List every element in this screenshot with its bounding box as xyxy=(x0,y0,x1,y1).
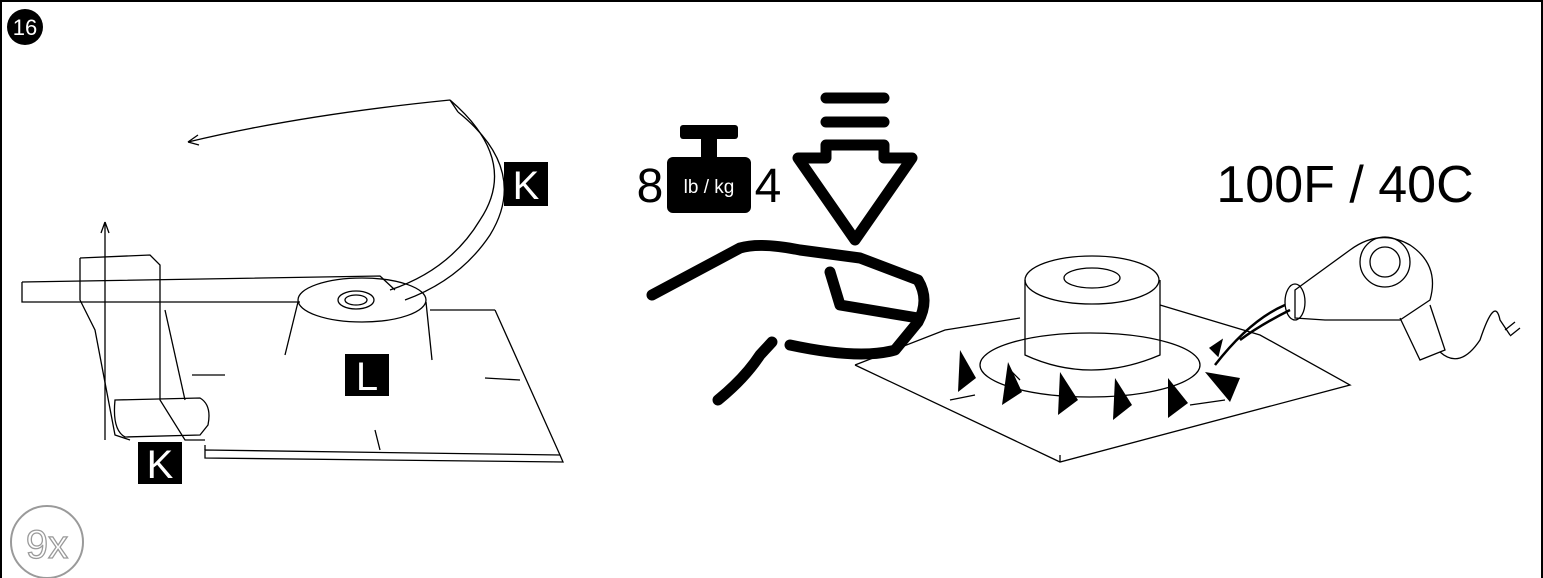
label-k-upper: K xyxy=(504,162,548,208)
svg-text:L: L xyxy=(356,355,378,399)
weight-unit: lb / kg xyxy=(684,177,735,198)
repeat-count-badge: 9x xyxy=(11,506,83,578)
base-plate-edge xyxy=(205,450,563,462)
repeat-count: 9x xyxy=(26,523,68,567)
label-l: L xyxy=(345,354,389,399)
svg-text:K: K xyxy=(147,443,174,487)
rotation-arrow-top xyxy=(188,100,450,142)
step-badge: 16 xyxy=(7,9,43,45)
weight-icon: 8 lb / kg 4 xyxy=(637,125,782,213)
hand-press-icon xyxy=(652,245,924,400)
heated-base xyxy=(855,256,1350,462)
heated-hub xyxy=(1025,280,1160,370)
weight-left-value: 8 xyxy=(637,160,664,213)
left-assembly xyxy=(22,100,563,462)
svg-text:K: K xyxy=(513,164,540,208)
hair-dryer-icon xyxy=(1210,237,1520,365)
temperature-label: 100F / 40C xyxy=(1216,156,1473,214)
label-k-lower: K xyxy=(138,442,182,487)
press-down-arrow-icon xyxy=(798,98,912,240)
curved-panel xyxy=(390,100,495,290)
weight-right-value: 4 xyxy=(755,160,782,213)
heated-plate xyxy=(855,305,1350,462)
step-number: 16 xyxy=(13,15,37,40)
heat-direction-arrows xyxy=(958,350,1240,420)
